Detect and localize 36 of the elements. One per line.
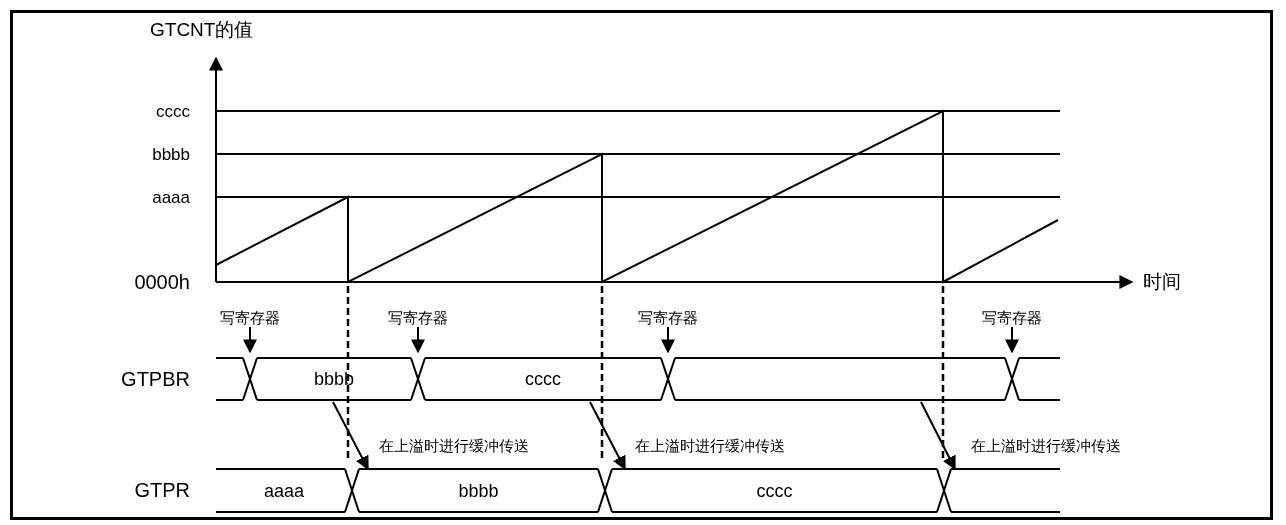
bus-value-segment xyxy=(216,358,250,400)
bus-value-segment xyxy=(216,469,352,512)
annotation-text: 写寄存器 xyxy=(982,310,1042,325)
arrow xyxy=(1005,326,1019,354)
bus-value: aaaa xyxy=(263,481,304,500)
tick-label: aaaa xyxy=(152,189,190,206)
arrow xyxy=(332,401,369,471)
bus-value-segment xyxy=(250,358,418,400)
bus-value-segment xyxy=(605,469,944,512)
signal-name: GTPBR xyxy=(121,369,190,389)
edge-label: 在上溢时进行缓冲传送 xyxy=(378,437,530,454)
arrow xyxy=(589,401,626,471)
bus-value-segment xyxy=(352,469,605,512)
bus-value: cccc xyxy=(756,481,793,500)
arrow xyxy=(411,326,425,354)
bus-value-segment xyxy=(668,358,1012,400)
arrow xyxy=(920,401,956,471)
bus-value-segment xyxy=(944,469,1060,512)
annotation-text: 写寄存器 xyxy=(388,310,448,325)
bus-value-segment xyxy=(418,358,668,400)
bus-value: bbbb xyxy=(458,481,499,500)
annotation-text: 写寄存器 xyxy=(638,310,698,325)
tick-label: bbbb xyxy=(152,146,190,163)
axis-label: GTCNT的值 xyxy=(150,20,254,39)
arrow xyxy=(243,326,257,354)
bus-value-segment xyxy=(1012,358,1060,400)
edge-label: 在上溢时进行缓冲传送 xyxy=(634,437,786,454)
arrow xyxy=(661,326,675,354)
signal-name: GTPR xyxy=(134,480,190,500)
tick-label: 0000h xyxy=(134,272,190,292)
edge-label: 在上溢时进行缓冲传送 xyxy=(970,437,1122,454)
bus-value: bbbb xyxy=(313,370,354,388)
annotation-text: 写寄存器 xyxy=(220,310,280,325)
tick-label: cccc xyxy=(156,103,190,120)
bus-value: cccc xyxy=(525,370,561,388)
axis-label: 时间 xyxy=(1143,272,1181,291)
